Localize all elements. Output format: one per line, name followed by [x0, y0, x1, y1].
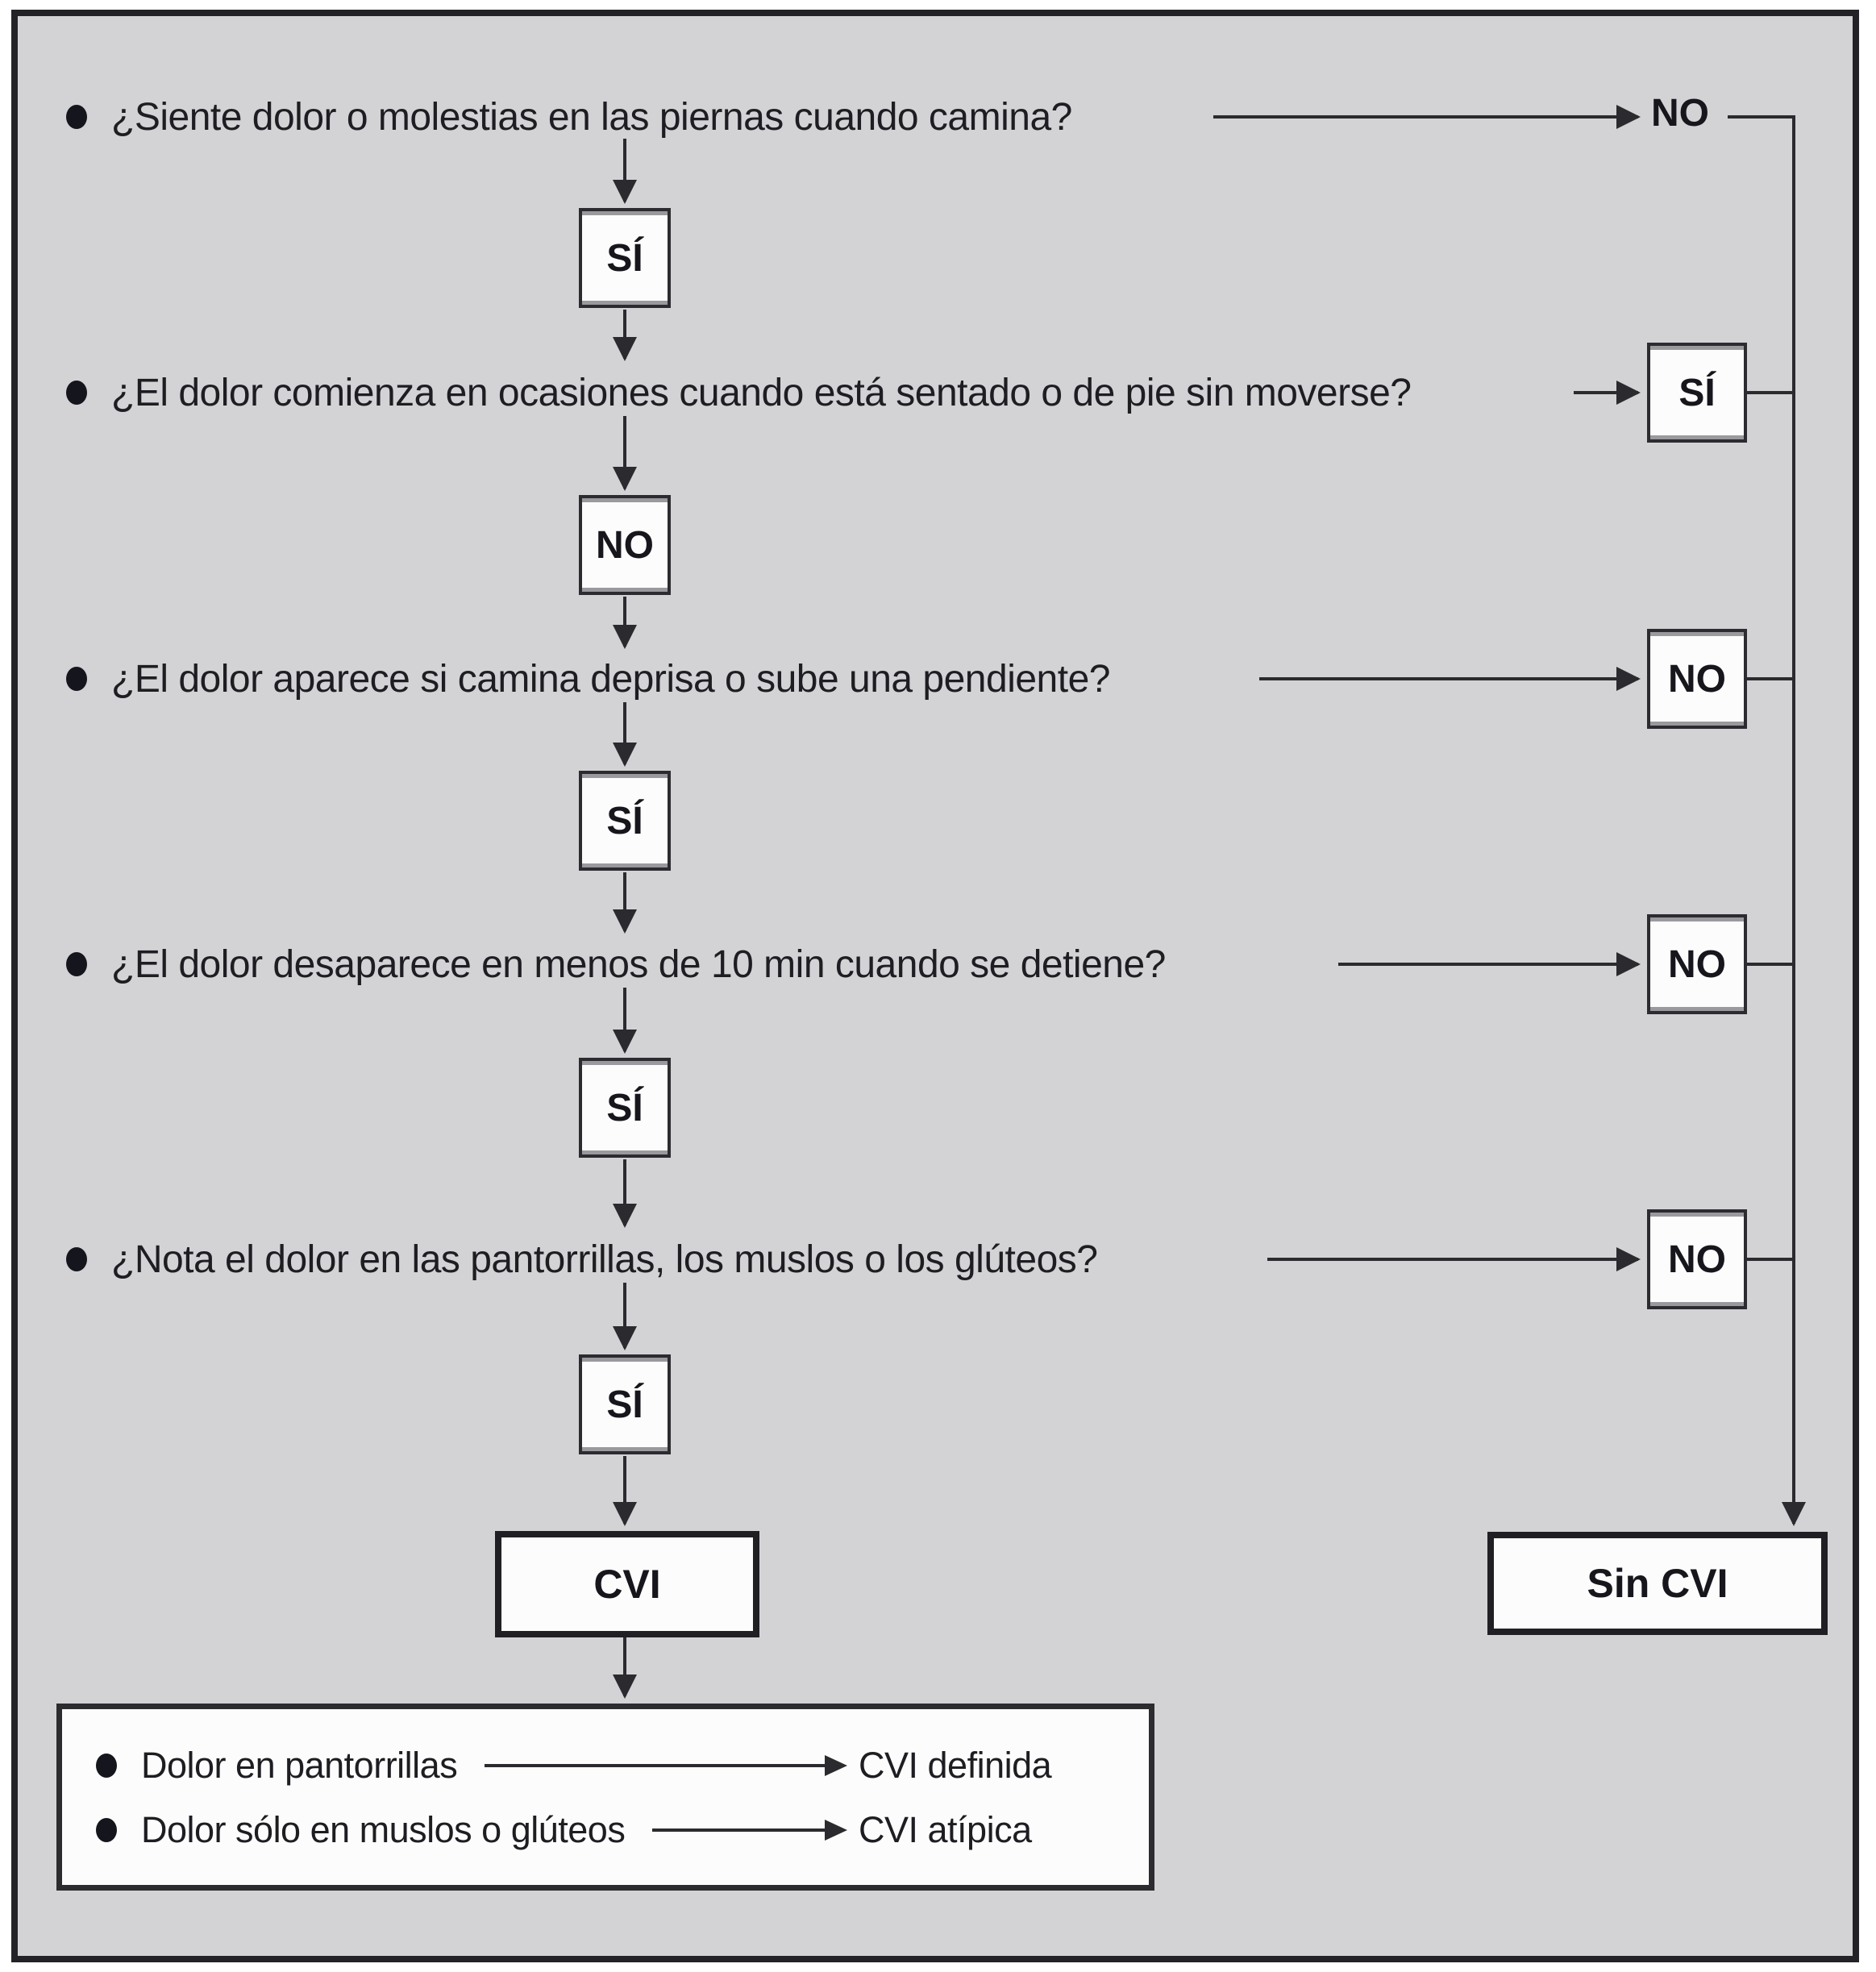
question-row-3: ¿El dolor aparece si camina deprisa o su…	[66, 655, 1110, 703]
bullet-icon	[66, 381, 87, 405]
answer-box-si-3: SÍ	[579, 1058, 671, 1158]
legend-arrow-icon	[485, 1755, 847, 1776]
legend-result: CVI atípica	[859, 1809, 1032, 1850]
legend-item-cvi-definida: Dolor en pantorrillas CVI definida	[96, 1733, 1125, 1798]
outcome-box-sin-cvi: Sin CVI	[1487, 1532, 1828, 1635]
bullet-icon	[96, 1818, 117, 1842]
answer-box-si-1: SÍ	[579, 208, 671, 308]
legend-result: CVI definida	[859, 1745, 1052, 1786]
question-text: ¿Nota el dolor en las pantorrillas, los …	[111, 1238, 1098, 1281]
answer-box-si-2: SÍ	[579, 771, 671, 871]
answer-box-no-right-4: NO	[1647, 914, 1747, 1014]
legend-box: Dolor en pantorrillas CVI definida Dolor…	[56, 1704, 1154, 1891]
bullet-icon	[66, 667, 87, 691]
answer-box-si-right: SÍ	[1647, 343, 1747, 443]
question-text: ¿Siente dolor o molestias en las piernas…	[111, 95, 1072, 139]
bullet-icon	[66, 105, 87, 129]
bullet-icon	[66, 952, 87, 976]
question-row-4: ¿El dolor desaparece en menos de 10 min …	[66, 940, 1166, 988]
question-text: ¿El dolor desaparece en menos de 10 min …	[111, 942, 1166, 986]
question-row-1: ¿Siente dolor o molestias en las piernas…	[66, 93, 1072, 141]
legend-item-cvi-atipica: Dolor sólo en muslos o glúteos CVI atípi…	[96, 1798, 1125, 1862]
question-text: ¿El dolor comienza en ocasiones cuando e…	[111, 371, 1412, 414]
bullet-icon	[96, 1754, 117, 1778]
answer-box-no-right-5: NO	[1647, 1209, 1747, 1309]
question-row-5: ¿Nota el dolor en las pantorrillas, los …	[66, 1235, 1098, 1283]
figure-frame	[11, 10, 1859, 1962]
legend-condition: Dolor en pantorrillas	[141, 1745, 458, 1786]
outcome-box-cvi: CVI	[495, 1531, 759, 1637]
answer-text-no-right-1: NO	[1651, 92, 1709, 135]
question-row-2: ¿El dolor comienza en ocasiones cuando e…	[66, 368, 1412, 417]
bullet-icon	[66, 1247, 87, 1271]
answer-box-si-4: SÍ	[579, 1354, 671, 1454]
question-text: ¿El dolor aparece si camina deprisa o su…	[111, 657, 1110, 701]
answer-box-no-right-3: NO	[1647, 629, 1747, 729]
legend-condition: Dolor sólo en muslos o glúteos	[141, 1809, 626, 1850]
legend-arrow-icon	[652, 1820, 847, 1841]
answer-box-no-center: NO	[579, 495, 671, 595]
